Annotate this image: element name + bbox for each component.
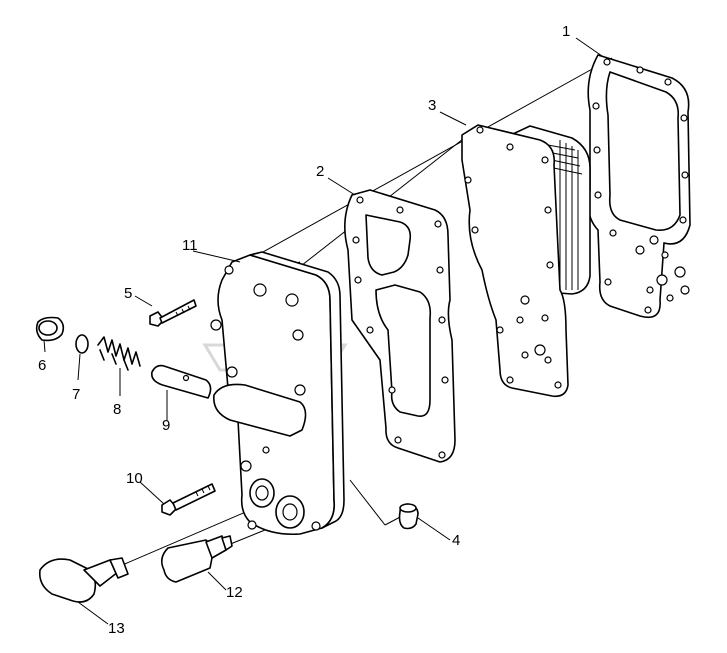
callout-8: 8 xyxy=(113,401,121,418)
valve-piston xyxy=(150,364,212,399)
callout-3: 3 xyxy=(428,97,436,114)
callout-9: 9 xyxy=(162,417,170,434)
callout-6: 6 xyxy=(38,357,46,374)
leader-lines xyxy=(43,37,603,625)
o-ring xyxy=(75,334,89,354)
bolt-long xyxy=(161,483,216,516)
plug xyxy=(35,316,65,342)
gasket-inner xyxy=(344,189,456,463)
callout-2: 2 xyxy=(316,163,324,180)
sensor xyxy=(160,535,233,583)
gasket-outer xyxy=(587,54,691,319)
callout-labels: 1 2 3 4 5 6 7 8 9 10 11 12 13 xyxy=(38,23,570,637)
oil-cooler xyxy=(461,124,591,398)
callout-4: 4 xyxy=(452,532,460,549)
connector xyxy=(38,557,129,603)
spring xyxy=(97,336,141,371)
callout-10: 10 xyxy=(126,470,143,487)
sleeve xyxy=(398,503,419,530)
callout-13: 13 xyxy=(108,620,125,637)
callout-7: 7 xyxy=(72,386,80,403)
callout-5: 5 xyxy=(124,285,132,302)
bolt-short xyxy=(149,299,197,327)
callout-1: 1 xyxy=(562,23,570,40)
cover-housing xyxy=(210,251,345,536)
callout-11: 11 xyxy=(182,237,198,254)
callout-12: 12 xyxy=(226,584,243,601)
